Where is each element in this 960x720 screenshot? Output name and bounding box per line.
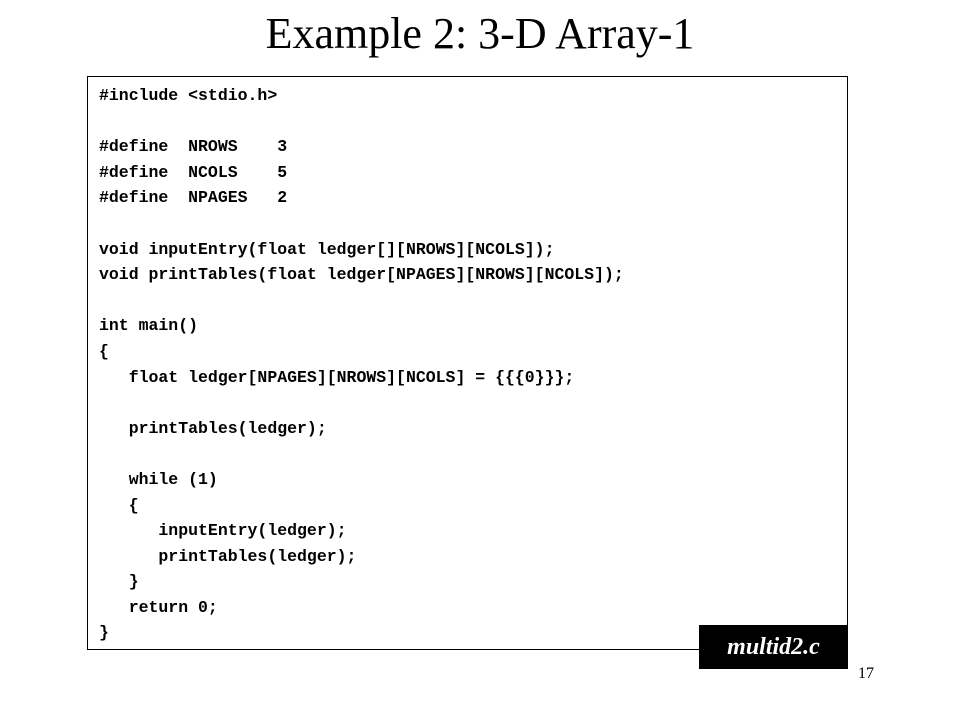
code-line: while (1) [99, 469, 218, 489]
code-line: { [99, 341, 109, 361]
code-line: inputEntry(ledger); [99, 521, 347, 541]
slide-title: Example 2: 3-D Array-1 [265, 9, 695, 58]
code-line: printTables(ledger); [99, 546, 357, 566]
code-line: void printTables(float ledger[NPAGES][NR… [99, 265, 624, 285]
code-line: return 0; [99, 597, 218, 617]
code-line [99, 390, 839, 416]
code-line: #include <stdio.h> [99, 86, 278, 105]
code-line [99, 211, 839, 237]
page-number: 17 [858, 665, 874, 682]
code-line: #define NPAGES 2 [99, 188, 288, 208]
code-line: int main() [99, 316, 199, 336]
code-listing: #include <stdio.h> #define NROWS 3 #defi… [99, 83, 839, 646]
code-line: { [99, 495, 139, 515]
code-box: #include <stdio.h> #define NROWS 3 #defi… [87, 76, 848, 650]
code-line: printTables(ledger); [99, 418, 327, 438]
code-line: #define NROWS 3 [99, 137, 288, 157]
code-line [99, 441, 839, 467]
code-line [99, 109, 839, 135]
code-line [99, 288, 839, 314]
code-line: } [99, 623, 109, 643]
filename-badge: multid2.c [699, 625, 848, 669]
code-line: float ledger[NPAGES][NROWS][NCOLS] = {{{… [99, 367, 575, 387]
code-line: void inputEntry(float ledger[][NROWS][NC… [99, 239, 555, 259]
code-line: #define NCOLS 5 [99, 162, 288, 182]
code-line: } [99, 572, 139, 592]
